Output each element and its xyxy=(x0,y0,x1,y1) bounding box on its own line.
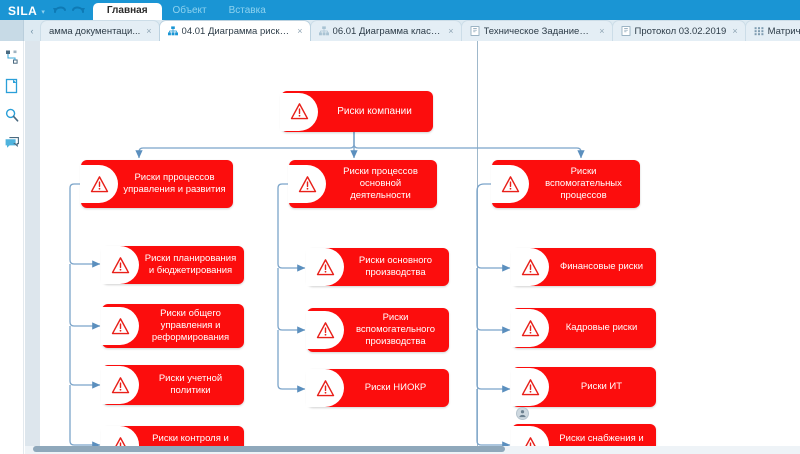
tab-label: 06.01 Диаграмма классификац... xyxy=(332,25,443,37)
warning-triangle-icon xyxy=(491,165,529,203)
node-label: Риски ИТ xyxy=(580,381,623,392)
canvas-gutter xyxy=(25,41,40,446)
warning-triangle-icon xyxy=(80,165,118,203)
diagram-node-support-production[interactable]: Риски вспомогательного производства xyxy=(306,308,449,352)
diagram-node-management-processes[interactable]: Риски прроцессов управления и развития xyxy=(80,160,233,208)
tab-label: амма документаци... xyxy=(49,25,141,37)
warning-triangle-icon xyxy=(306,369,344,407)
node-label: Риски вспомогательных процессов xyxy=(545,166,622,201)
warning-triangle-icon xyxy=(101,366,139,404)
warning-triangle-icon xyxy=(101,426,139,446)
document-tab-risk-diagram[interactable]: 04.01 Диаграмма рисков комп... × xyxy=(158,20,311,41)
node-label: Риски процессов основной деятельности xyxy=(343,166,418,201)
tab-label: Матричная 1 xyxy=(767,25,800,37)
document-icon xyxy=(470,26,479,36)
diagram-node-it-risks[interactable]: Риски ИТ xyxy=(511,367,656,407)
diagram-node-supply-logistics[interactable]: Риски снабжения и логистики xyxy=(511,424,656,446)
warning-triangle-icon xyxy=(280,92,318,131)
page-icon[interactable] xyxy=(4,78,20,94)
tab-label: 04.01 Диаграмма рисков комп... xyxy=(181,25,292,37)
warning-triangle-icon xyxy=(101,246,139,284)
document-tab-matrix[interactable]: Матричная 1 × xyxy=(744,20,800,41)
diagram-node-support-processes[interactable]: Риски вспомогательных процессов xyxy=(491,160,640,208)
diagram-node-core-processes[interactable]: Риски процессов основной деятельности xyxy=(288,160,437,208)
horizontal-scrollbar-thumb[interactable] xyxy=(33,446,505,452)
close-icon[interactable]: × xyxy=(448,26,454,36)
node-label: Риски учетной политики xyxy=(158,373,223,396)
node-label: Риски снабжения и логистики xyxy=(559,433,644,446)
node-label: Риски компании xyxy=(337,105,412,117)
hierarchy-tree-icon[interactable] xyxy=(4,49,20,65)
diagram-node-general-management[interactable]: Риски общего управления и реформирования xyxy=(101,304,244,348)
node-label: Риски НИОКР xyxy=(364,382,427,393)
document-tab-documentation[interactable]: амма документаци... × xyxy=(40,20,160,41)
warning-triangle-icon xyxy=(511,248,549,286)
org-chart-icon xyxy=(167,26,178,36)
document-tab-strip: ‹ амма документаци... × 04.01 Диаграмма … xyxy=(0,20,800,41)
warning-triangle-icon xyxy=(101,307,139,345)
app-ribbon: SILA ▾ Главная Объект Вставка xyxy=(0,0,800,20)
node-label: Риски планирования и бюджетирования xyxy=(144,253,237,276)
document-tabs: амма документаци... × 04.01 Диаграмма ри… xyxy=(40,20,800,41)
node-label: Риски основного производства xyxy=(358,255,433,278)
app-logo-caret[interactable]: ▾ xyxy=(41,9,45,16)
warning-triangle-icon xyxy=(306,248,344,286)
search-icon[interactable] xyxy=(4,107,20,123)
comment-icon[interactable] xyxy=(4,136,20,152)
undo-arrow-icon[interactable] xyxy=(51,3,69,17)
diagram-node-accounting-policy[interactable]: Риски учетной политики xyxy=(101,365,244,405)
close-icon[interactable]: × xyxy=(599,26,605,36)
warning-triangle-icon xyxy=(511,309,549,347)
warning-triangle-icon xyxy=(511,426,549,446)
document-tab-classification-diagram[interactable]: 06.01 Диаграмма классификац... × xyxy=(309,20,462,41)
org-chart-icon xyxy=(318,26,329,36)
ribbon-tab-home[interactable]: Главная xyxy=(92,3,162,20)
diagram-node-planning-budgeting[interactable]: Риски планирования и бюджетирования xyxy=(101,246,244,284)
node-label: Риски вспомогательного производства xyxy=(355,312,436,347)
warning-triangle-icon xyxy=(306,311,344,349)
app-logo: SILA xyxy=(8,4,38,18)
diagram-node-root[interactable]: Риски компании xyxy=(280,91,433,132)
diagram-canvas[interactable]: Риски компании Риски прроцессов управлен… xyxy=(40,41,800,446)
diagram-node-control-ahd[interactable]: Риски контроля и АХД xyxy=(101,426,244,446)
user-presence-icon[interactable] xyxy=(516,407,529,420)
close-icon[interactable]: × xyxy=(732,26,738,36)
tab-label: Протокол 03.02.2019 xyxy=(634,25,727,37)
node-label: Риски прроцессов управления и развития xyxy=(123,172,226,195)
close-icon[interactable]: × xyxy=(146,26,152,36)
left-tool-rail xyxy=(0,41,24,454)
connector-layer xyxy=(69,131,585,446)
warning-triangle-icon xyxy=(288,165,326,203)
diagram-node-rnd[interactable]: Риски НИОКР xyxy=(306,369,449,407)
ribbon-tab-insert[interactable]: Вставка xyxy=(228,5,266,16)
node-label: Риски общего управления и реформирования xyxy=(151,308,230,343)
grid-icon xyxy=(754,27,763,36)
diagram-node-core-production[interactable]: Риски основного производства xyxy=(306,248,449,286)
ribbon-tab-object[interactable]: Объект xyxy=(172,5,207,16)
tabstrip-gutter xyxy=(0,20,24,41)
tab-label: Техническое Задание_v2 xyxy=(483,25,594,37)
node-label: Финансовые риски xyxy=(559,261,644,272)
document-tab-technical-assignment[interactable]: Техническое Задание_v2 × xyxy=(460,20,613,41)
warning-triangle-icon xyxy=(511,368,549,406)
node-label: Кадровые риски xyxy=(565,322,638,333)
document-tab-protocol[interactable]: Протокол 03.02.2019 × xyxy=(611,20,746,41)
close-icon[interactable]: × xyxy=(297,26,303,36)
redo-arrow-icon[interactable] xyxy=(69,3,87,17)
tabstrip-scroll-left-button[interactable]: ‹ xyxy=(30,25,34,36)
node-label: Риски контроля и АХД xyxy=(152,433,229,446)
diagram-node-financial-risks[interactable]: Финансовые риски xyxy=(511,248,656,286)
diagram-node-hr-risks[interactable]: Кадровые риски xyxy=(511,308,656,348)
ribbon-tab-list: Главная Объект Вставка xyxy=(92,0,277,20)
document-icon xyxy=(621,26,630,36)
